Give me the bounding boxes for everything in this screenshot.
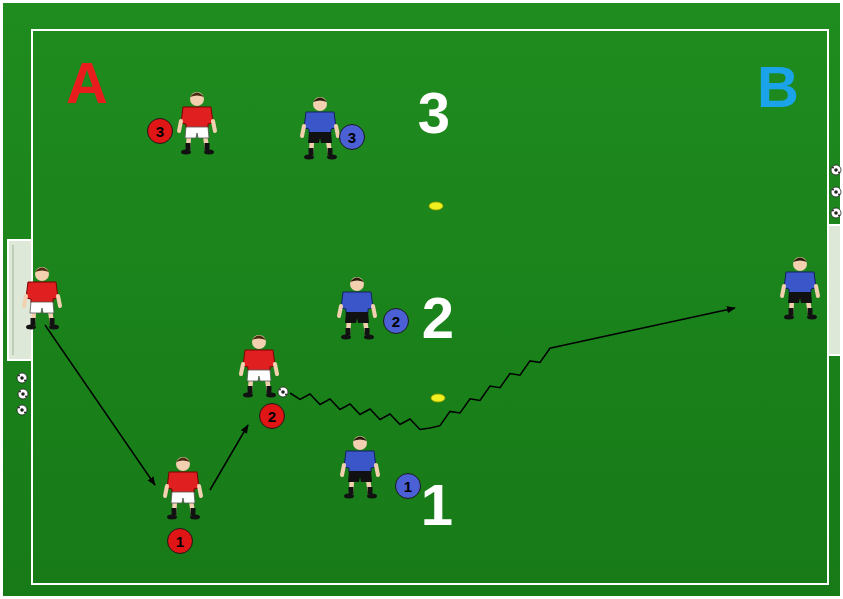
callout-number: 1 — [176, 534, 184, 549]
player-figure — [302, 97, 338, 160]
team-label: A — [66, 54, 108, 112]
player-number-circle: 1 — [167, 528, 193, 554]
shot-arrow — [560, 308, 735, 346]
pitch-boundary — [32, 30, 828, 584]
callout-number: 2 — [268, 409, 276, 424]
goalkeeper-figure — [24, 267, 60, 330]
player-figure — [165, 457, 201, 520]
callout-number: 3 — [348, 130, 356, 145]
zone-number: 2 — [422, 289, 454, 347]
pass-arrow — [210, 425, 248, 490]
zone-number: 1 — [421, 476, 453, 534]
player-number-circle: 3 — [339, 124, 365, 150]
player-figure — [342, 436, 378, 499]
player-figure — [241, 335, 277, 398]
goalkeeper-figure — [782, 257, 818, 320]
cone — [429, 202, 443, 210]
player-figure — [179, 92, 215, 155]
player-number-circle: 1 — [395, 473, 421, 499]
player-number-circle: 2 — [259, 403, 285, 429]
callout-number: 3 — [156, 124, 164, 139]
cone — [431, 394, 445, 402]
player-number-circle: 3 — [147, 118, 173, 144]
callout-number: 1 — [404, 479, 412, 494]
pass-arrow — [45, 325, 155, 485]
team-label: B — [757, 58, 799, 116]
goal — [828, 225, 841, 355]
goal — [8, 240, 32, 360]
zone-number: 3 — [418, 84, 450, 142]
dribble-path — [290, 346, 560, 430]
callout-number: 2 — [392, 314, 400, 329]
player-number-circle: 2 — [383, 308, 409, 334]
player-figure — [339, 277, 375, 340]
